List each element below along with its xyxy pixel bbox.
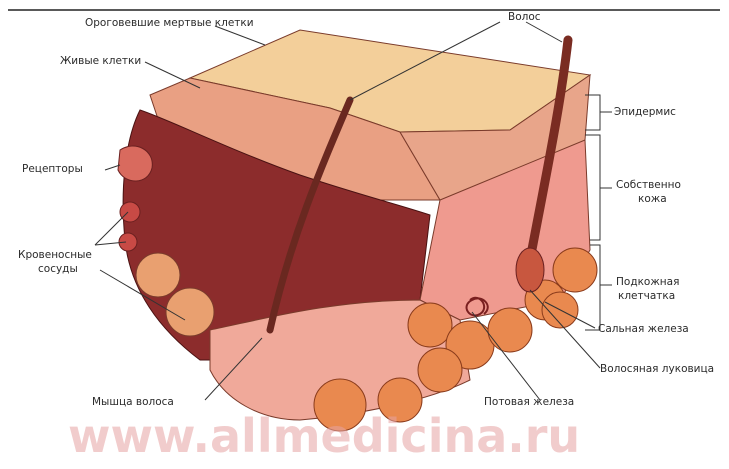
skin-block-illustration xyxy=(118,30,597,431)
label-keratinized-dead-cells: Ороговевшие мертвые клетки xyxy=(85,17,254,29)
hair-follicle-bulb xyxy=(516,248,544,292)
label-blood-vessels-line2: сосуды xyxy=(38,263,78,275)
label-living-cells: Живые клетки xyxy=(60,55,141,67)
label-hair: Волос xyxy=(508,11,541,23)
label-sweat-gland: Потовая железа xyxy=(484,396,574,408)
receptor-cluster xyxy=(118,146,152,181)
label-subcutaneous-line1: Подкожная xyxy=(616,276,679,288)
watermark: www.allmedicina.ru xyxy=(68,409,580,463)
left-lobe-1 xyxy=(136,253,180,297)
label-subcutaneous-line2: клетчатка xyxy=(618,290,675,302)
label-dermis-line1: Собственно xyxy=(616,179,681,191)
left-lobe-2 xyxy=(166,288,214,336)
label-sebaceous-gland: Сальная железа xyxy=(598,323,689,335)
label-blood-vessels-line1: Кровеносные xyxy=(18,249,92,261)
vessel-1 xyxy=(120,202,140,222)
label-epidermis: Эпидермис xyxy=(614,106,676,118)
label-hair-muscle: Мышца волоса xyxy=(92,396,174,408)
label-hair-follicle: Волосяная луковица xyxy=(600,363,714,375)
label-receptors: Рецепторы xyxy=(22,163,83,175)
label-dermis-line2: кожа xyxy=(638,193,667,205)
